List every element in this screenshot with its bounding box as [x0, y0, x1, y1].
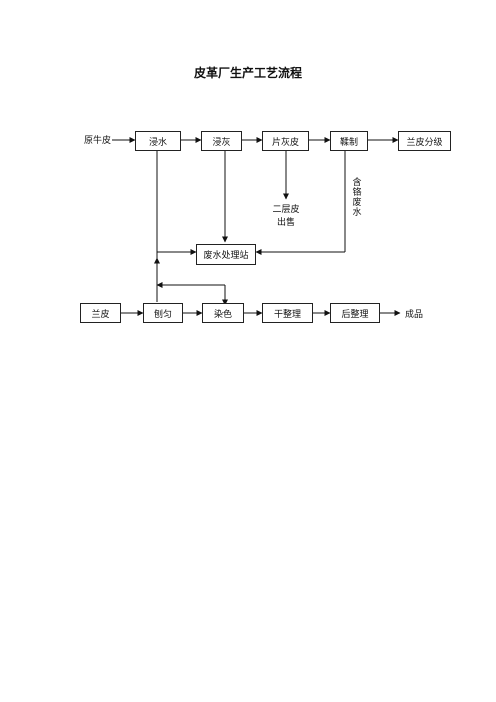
node-post-finishing: 后整理 [330, 303, 380, 323]
node-dry-finishing: 干整理 [262, 303, 313, 323]
node-tanning: 鞣制 [330, 131, 368, 151]
node-blue-hide: 兰皮 [80, 303, 121, 323]
node-shaving: 刨匀 [143, 303, 183, 323]
node-dyeing: 染色 [202, 303, 244, 323]
node-product: 成品 [405, 310, 424, 320]
node-raw-hide: 原牛皮 [84, 136, 112, 146]
node-wastewater-station: 废水处理站 [196, 244, 256, 265]
node-soaking: 浸水 [135, 131, 181, 151]
node-liming: 浸灰 [201, 131, 242, 151]
node-blue-grading: 兰皮分级 [398, 131, 451, 151]
node-split-lime-hide: 片灰皮 [262, 131, 309, 151]
node-chrome-wastewater: 含铬废水 [352, 178, 362, 218]
node-split-for-sale: 二层皮 出售 [272, 205, 300, 228]
page-title: 皮革厂生产工艺流程 [193, 66, 302, 80]
